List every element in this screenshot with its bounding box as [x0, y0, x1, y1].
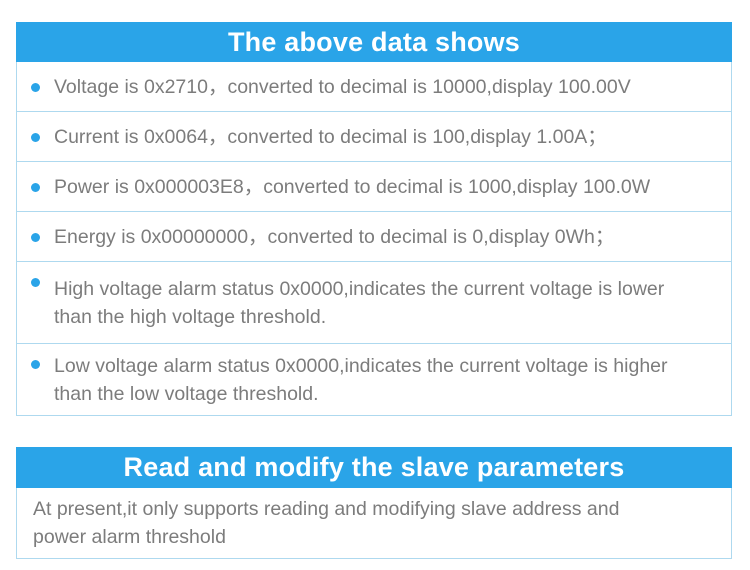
bullet-icon: [31, 232, 40, 242]
section-header-data-shows: The above data shows: [16, 22, 732, 62]
section-header-slave-params: Read and modify the slave parameters: [16, 447, 732, 488]
list-item-energy: Energy is 0x00000000，converted to decima…: [17, 212, 731, 262]
list-item-voltage: Voltage is 0x2710，converted to decimal i…: [17, 62, 731, 112]
list-item-high-voltage-alarm-text: High voltage alarm status 0x0000,indicat…: [54, 277, 665, 328]
bullet-icon: [31, 278, 40, 287]
list-item-power: Power is 0x000003E8，converted to decimal…: [17, 162, 731, 212]
bullet-icon: [31, 82, 40, 92]
bullet-icon: [31, 182, 40, 192]
list-item-power-text: Power is 0x000003E8，converted to decimal…: [54, 175, 651, 198]
list-item-low-voltage-alarm: Low voltage alarm status 0x0000,indicate…: [17, 344, 731, 415]
list-item-current-text: Current is 0x0064，converted to decimal i…: [54, 125, 607, 148]
section-data-shows: The above data shows Voltage is 0x2710，c…: [16, 22, 732, 416]
list-item-current: Current is 0x0064，converted to decimal i…: [17, 112, 731, 162]
bullet-icon: [31, 360, 40, 369]
list-item-high-voltage-alarm: High voltage alarm status 0x0000,indicat…: [17, 262, 731, 344]
slave-params-note-box: At present,it only supports reading and …: [16, 488, 732, 559]
section-slave-params: Read and modify the slave parameters At …: [16, 447, 732, 559]
data-shows-list: Voltage is 0x2710，converted to decimal i…: [16, 62, 732, 416]
slave-params-note-text: At present,it only supports reading and …: [33, 498, 620, 548]
list-item-low-voltage-alarm-text: Low voltage alarm status 0x0000,indicate…: [54, 354, 668, 405]
list-item-voltage-text: Voltage is 0x2710，converted to decimal i…: [54, 75, 631, 98]
bullet-icon: [31, 132, 40, 142]
list-item-energy-text: Energy is 0x00000000，converted to decima…: [54, 225, 615, 248]
